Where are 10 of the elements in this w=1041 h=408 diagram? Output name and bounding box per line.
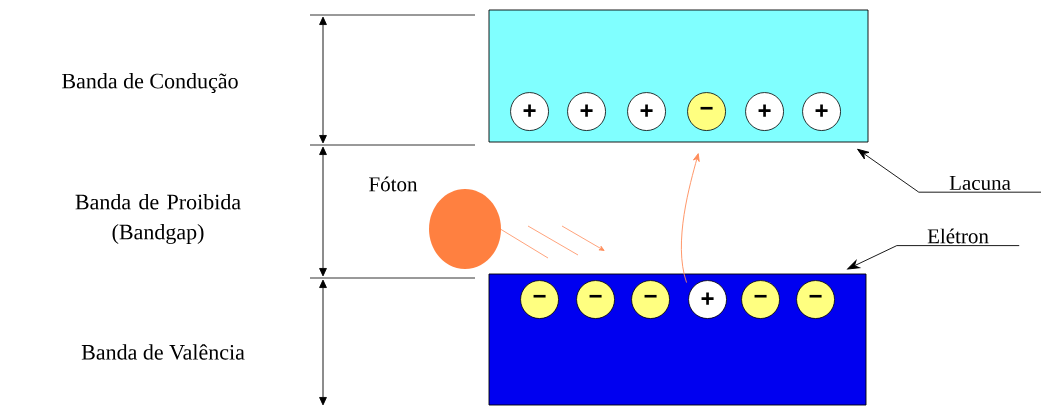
photon-drawing: Fóton (369, 176, 501, 269)
band-label: Banda de Valência (81, 344, 245, 360)
callout-label: Elétron (927, 228, 989, 244)
arrow (680, 153, 700, 283)
node-label: Fóton (369, 176, 418, 192)
leader-line (847, 245, 1020, 270)
band-label: Banda de Condução (62, 73, 238, 93)
band-label: Banda de Proibida (Bandgap) (75, 194, 241, 244)
callout-label: Lacuna (949, 176, 1011, 190)
leader-line (857, 148, 1041, 193)
